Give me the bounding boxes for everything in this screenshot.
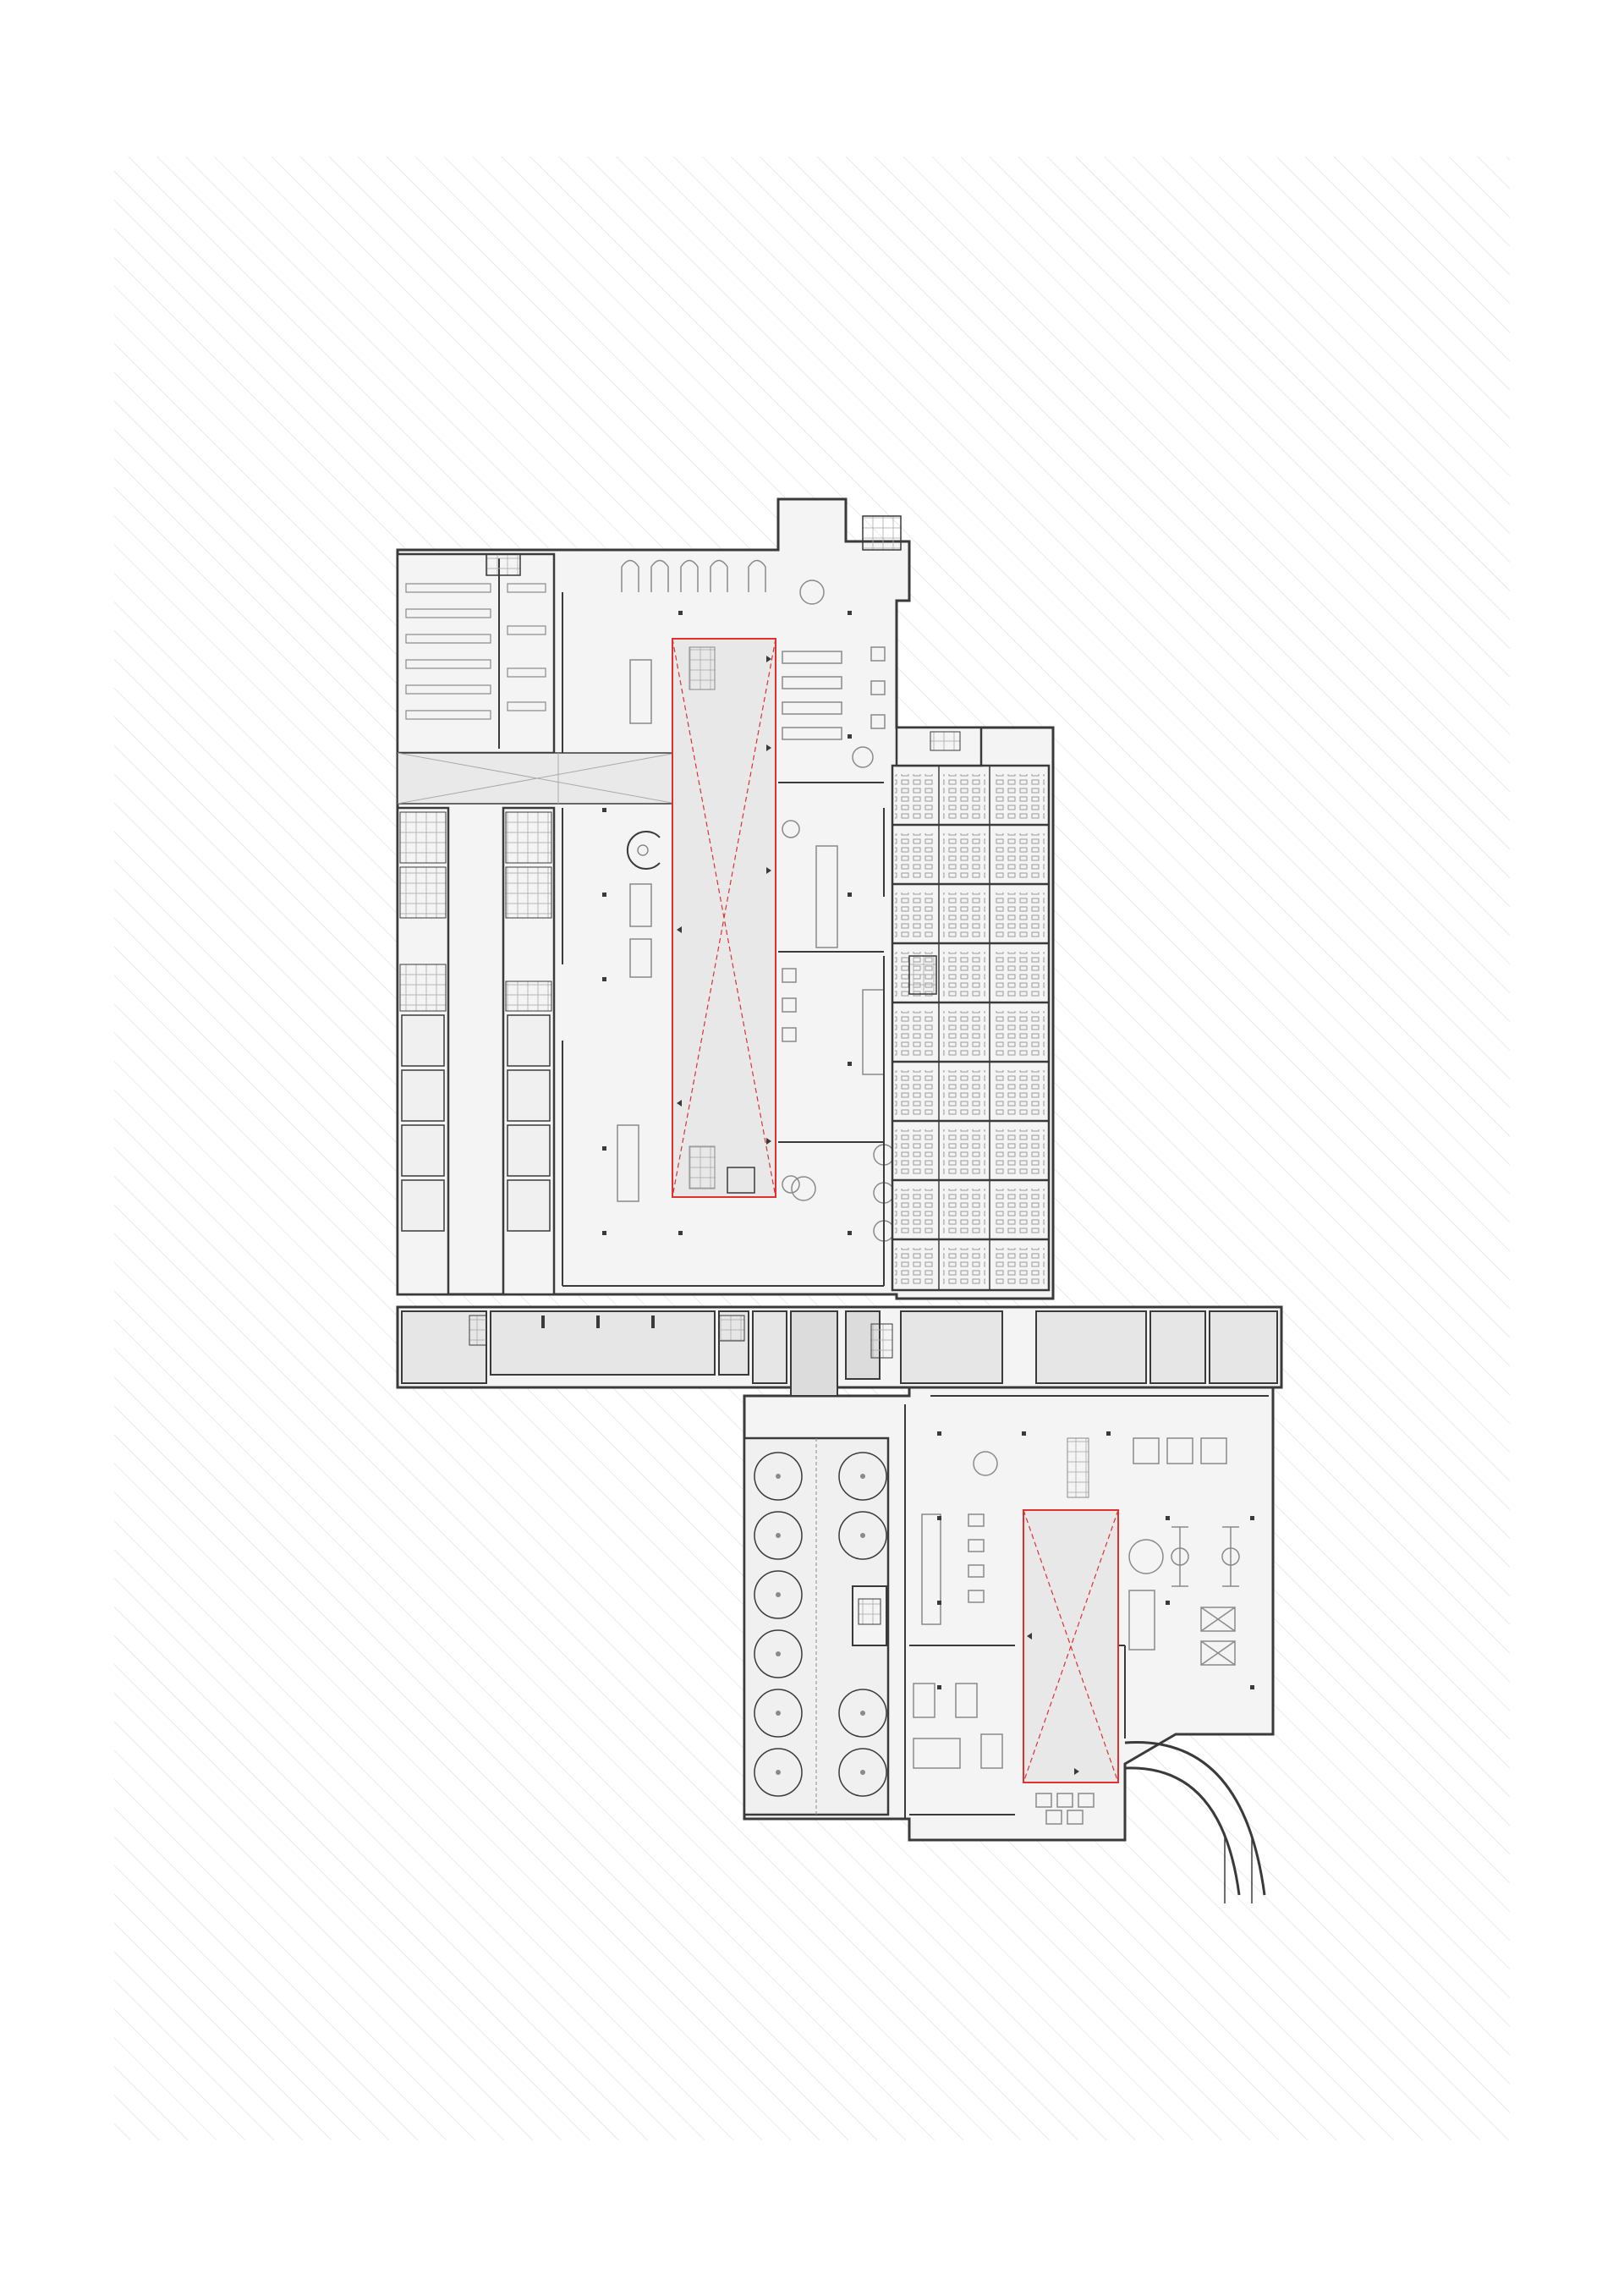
curved-ramp bbox=[1124, 1741, 1266, 1903]
bridge-band bbox=[397, 752, 678, 805]
west-strip bbox=[396, 806, 556, 1296]
ne-stair-core bbox=[862, 515, 902, 551]
north-hall-partitions bbox=[562, 592, 885, 1287]
south-atrium-void bbox=[1023, 1437, 1119, 1783]
north-atrium-void bbox=[672, 638, 776, 1198]
east-carrel-wing bbox=[891, 726, 1051, 1292]
corridor-rooms bbox=[401, 1310, 1278, 1397]
south-hall-features bbox=[913, 1437, 1240, 1825]
south-hall-partitions bbox=[904, 1395, 1269, 1819]
tank-hall bbox=[743, 1436, 890, 1816]
circular-tanks bbox=[754, 1452, 887, 1797]
door-marks bbox=[677, 656, 1079, 1775]
nw-seminar-rooms bbox=[396, 552, 556, 755]
window-bays bbox=[621, 559, 766, 592]
north-hall-features bbox=[617, 559, 895, 1242]
south-column-grid bbox=[937, 1431, 1254, 1689]
